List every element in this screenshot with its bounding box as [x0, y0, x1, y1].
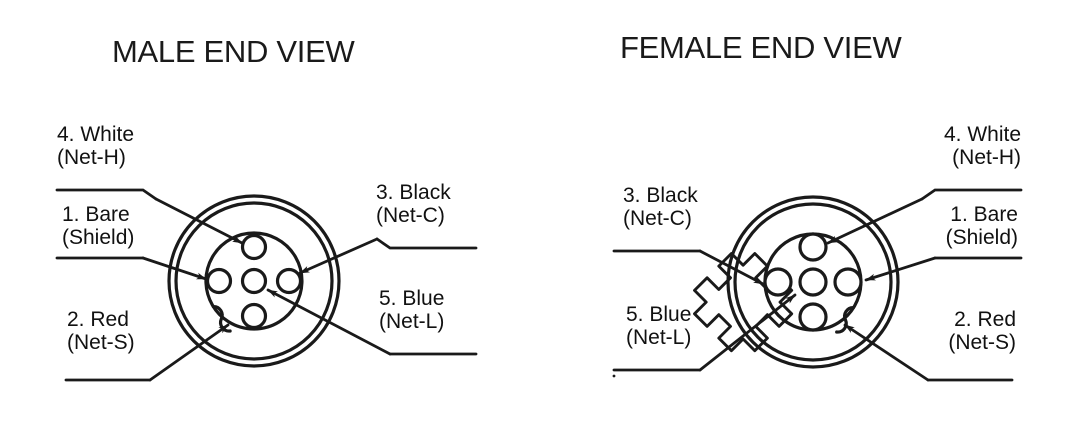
- female-label-4-white-line1: 4. White: [943, 123, 1021, 146]
- female-socket-center: [798, 267, 828, 297]
- female-label-1-bare: 1. Bare (Shield): [946, 203, 1018, 249]
- female-label-3-black-line1: 3. Black: [623, 184, 698, 207]
- male-label-4-white-line1: 4. White: [57, 123, 135, 146]
- male-label-2-red-line1: 2. Red: [67, 308, 129, 331]
- male-label-5-blue: 5. Blue (Net-L): [379, 287, 444, 333]
- female-socket-left: [763, 267, 793, 297]
- male-label-5-blue-line2: (Net-L): [379, 310, 445, 333]
- female-label-5-blue-line1: 5. Blue: [626, 303, 692, 326]
- leader-female-2-red-arrow: [843, 323, 930, 382]
- male-label-4-white-line2: (Net-H): [57, 146, 126, 169]
- female-label-1-bare-line1: 1. Bare: [950, 203, 1018, 226]
- male-outer-ring-outer: [167, 194, 341, 368]
- female-socket-bottom: [798, 302, 828, 332]
- female-outer-ring-inner: [733, 202, 893, 362]
- female-label-3-black-line2: (Net-C): [623, 207, 692, 230]
- male-label-5-blue-line1: 5. Blue: [379, 287, 445, 310]
- male-leader-lines: [55, 188, 478, 382]
- male-pin-right: [275, 267, 303, 295]
- female-label-5-blue: 5. Blue (Net-L): [626, 303, 691, 349]
- female-view-title: FEMALE END VIEW: [620, 30, 902, 65]
- male-label-3-black: 3. Black (Net-C): [376, 181, 451, 227]
- female-label-4-white-line2: (Net-H): [952, 146, 1021, 169]
- leader-female-5-blue-arrow: [698, 293, 797, 372]
- female-label-5-blue-line2: (Net-L): [626, 326, 692, 349]
- male-label-3-black-line1: 3. Black: [376, 181, 451, 204]
- male-insert-with-notch: [204, 231, 304, 331]
- leader-female-3-black-arrow: [698, 249, 765, 286]
- leader-male-1-bare-arrow: [141, 256, 208, 281]
- female-label-4-white: 4. White (Net-H): [944, 123, 1021, 169]
- leader-female-1-bare-arrow: [864, 256, 937, 282]
- female-label-2-red: 2. Red (Net-S): [948, 308, 1016, 354]
- leader-female-4-white-arrow: [826, 197, 924, 245]
- female-socket-right: [833, 267, 863, 297]
- male-view-title: MALE END VIEW: [112, 34, 355, 69]
- female-label-2-red-line2: (Net-S): [948, 331, 1016, 354]
- leader-male-5-blue-arrow: [266, 288, 392, 356]
- male-label-2-red-line2: (Net-S): [67, 331, 135, 354]
- male-outer-ring-inner: [174, 201, 334, 361]
- male-pin-center: [240, 267, 268, 295]
- male-pins: [205, 233, 303, 330]
- male-label-1-bare-line1: 1. Bare: [62, 203, 130, 226]
- leader-male-4-white-arrow: [154, 197, 244, 245]
- leader-female-4-white: [920, 188, 1023, 201]
- female-label-3-black: 3. Black (Net-C): [623, 184, 698, 230]
- male-label-1-bare-line2: (Shield): [62, 226, 135, 249]
- male-connector-body: [167, 194, 341, 368]
- female-socket-top: [798, 232, 828, 262]
- male-label-1-bare: 1. Bare (Shield): [62, 203, 134, 249]
- leader-male-4-white: [55, 188, 158, 201]
- male-pin-left: [205, 267, 233, 295]
- male-pin-bottom: [240, 302, 268, 330]
- female-label-1-bare-line2: (Shield): [945, 226, 1018, 249]
- female-label-2-red-line1: 2. Red: [954, 308, 1016, 331]
- leader-male-3-black-arrow: [298, 237, 379, 275]
- male-label-4-white: 4. White (Net-H): [57, 123, 134, 169]
- female-sockets: [763, 232, 863, 332]
- male-label-3-black-line2: (Net-C): [376, 204, 445, 227]
- male-label-2-red: 2. Red (Net-S): [67, 308, 135, 354]
- leader-male-3-black: [375, 237, 478, 250]
- female-keyway-notch: [835, 306, 856, 334]
- leader-male-2-red-arrow: [148, 323, 230, 382]
- male-pin-top: [240, 233, 268, 261]
- female-leader-lines: [612, 188, 1023, 382]
